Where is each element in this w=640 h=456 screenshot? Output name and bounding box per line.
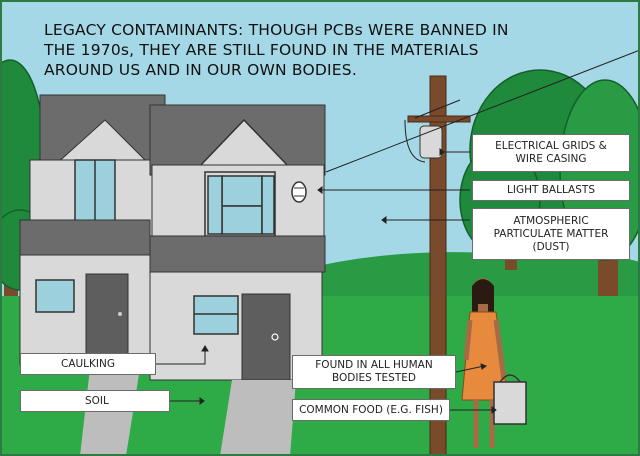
label-dust: ATMOSPHERIC PARTICULATE MATTER (DUST) [472, 208, 630, 260]
label-electrical-grids: ELECTRICAL GRIDS & WIRE CASING [472, 134, 630, 172]
woman-figure [461, 278, 527, 448]
front-house [149, 104, 326, 381]
label-human-bodies: FOUND IN ALL HUMAN BODIES TESTED [292, 355, 456, 389]
label-line: COMMON FOOD (E.G. FISH) [299, 403, 443, 416]
label-light-ballasts: LIGHT BALLASTS [472, 180, 630, 201]
headline-line: LEGACY CONTAMINANTS: THOUGH PCBs WERE BA… [44, 21, 509, 39]
label-line: ATMOSPHERIC [513, 214, 589, 227]
light-fixture-icon [291, 181, 307, 203]
label-line: (DUST) [532, 240, 570, 253]
headline-line: THE 1970s, THEY ARE STILL FOUND IN THE M… [44, 41, 479, 59]
headline-line: AROUND US AND IN OUR OWN BODIES. [44, 61, 357, 79]
pointer-lines [156, 148, 497, 414]
back-house [19, 94, 166, 366]
label-line: FOUND IN ALL HUMAN [315, 359, 433, 371]
label-common-food: COMMON FOOD (E.G. FISH) [292, 399, 450, 421]
headline: LEGACY CONTAMINANTS: THOUGH PCBs WERE BA… [44, 20, 564, 80]
label-line: SOIL [85, 394, 109, 407]
label-line: LIGHT BALLASTS [507, 184, 595, 196]
label-line: BODIES TESTED [332, 372, 416, 384]
label-line: PARTICULATE MATTER [493, 227, 609, 240]
label-line: CAULKING [60, 357, 116, 370]
label-caulking: CAULKING [20, 353, 156, 375]
label-line: ELECTRICAL GRIDS & [495, 140, 607, 152]
distant-hill [300, 252, 640, 300]
front-walkway [220, 380, 296, 456]
label-line: WIRE CASING [515, 153, 587, 165]
label-soil: SOIL [20, 390, 170, 412]
